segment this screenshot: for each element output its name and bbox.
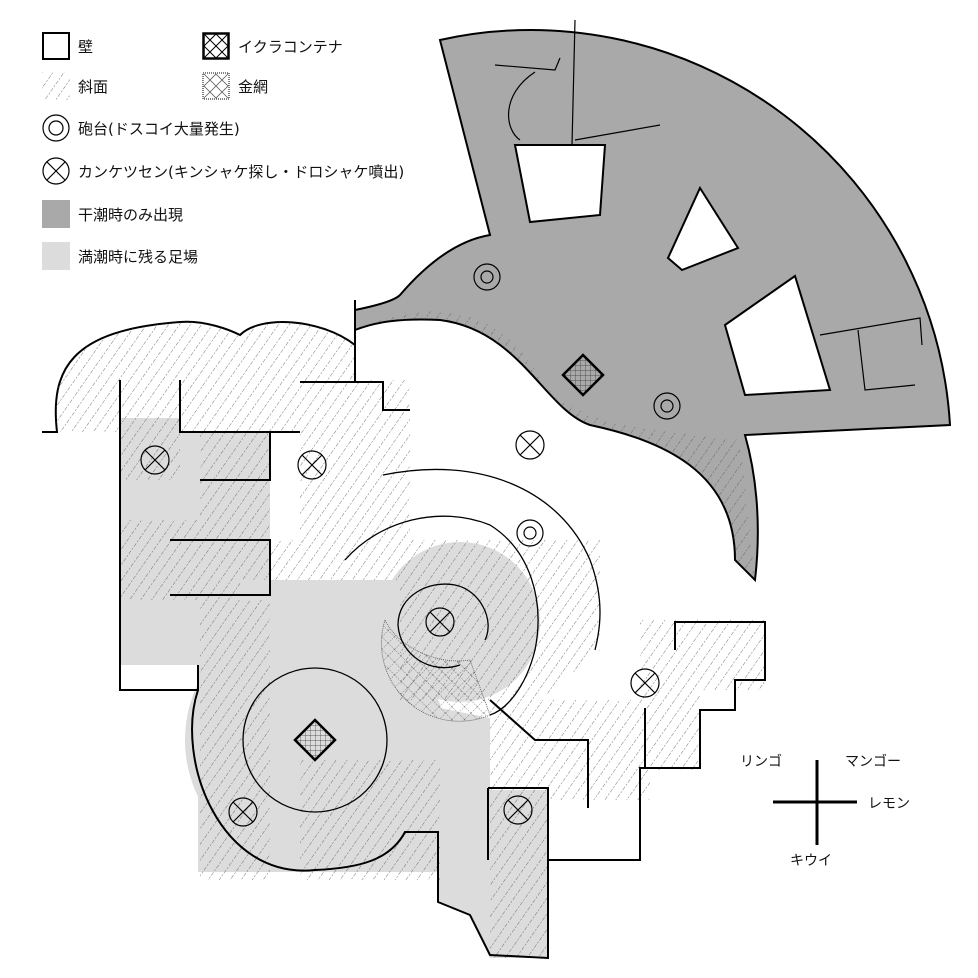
fan-openings bbox=[513, 144, 832, 397]
ramps bbox=[242, 468, 601, 813]
geyser-icon bbox=[297, 450, 327, 480]
cannon-swatch-icon bbox=[42, 114, 70, 142]
legend-label: イクラコンテナ bbox=[238, 37, 343, 56]
compass-label-kiwi: キウイ bbox=[790, 853, 832, 869]
legend-label: 斜面 bbox=[78, 77, 109, 96]
geyser-icon bbox=[503, 795, 533, 825]
walls bbox=[119, 380, 766, 960]
legend-wall: 壁 bbox=[42, 32, 93, 60]
compass-label-lemon: レモン bbox=[868, 796, 910, 812]
compass-label-ringo: リンゴ bbox=[740, 754, 782, 770]
legend-high-tide: 満潮時に残る足場 bbox=[42, 242, 198, 270]
egg-container-icon bbox=[293, 718, 337, 762]
geyser-icon bbox=[630, 668, 660, 698]
legend-label: カンケツセン(キンシャケ探し・ドロシャケ噴出) bbox=[78, 162, 405, 181]
legend-label: 砲台(ドスコイ大量発生) bbox=[78, 119, 240, 138]
geyser-swatch-icon bbox=[42, 157, 70, 185]
legend-label: 壁 bbox=[78, 37, 94, 56]
slope-area bbox=[355, 311, 755, 580]
legend-label: 干潮時のみ出現 bbox=[78, 205, 184, 224]
legend-label: 金網 bbox=[238, 77, 269, 96]
legend-geyser: カンケツセン(キンシャケ探し・ドロシャケ噴出) bbox=[42, 157, 404, 185]
legend-low-tide: 干潮時のみ出現 bbox=[42, 200, 183, 228]
compass bbox=[773, 760, 857, 845]
low-tide-swatch-icon bbox=[42, 200, 70, 228]
wire-mesh-area bbox=[381, 618, 491, 722]
wall-swatch-icon bbox=[42, 32, 70, 60]
compass-label-mango: マンゴー bbox=[845, 754, 901, 770]
cannon-icon bbox=[473, 263, 501, 291]
low-tide-area bbox=[354, 29, 952, 583]
legend-label: 満潮時に残る足場 bbox=[78, 247, 199, 266]
cannon-icon bbox=[653, 392, 681, 420]
legend-cannon: 砲台(ドスコイ大量発生) bbox=[42, 114, 240, 142]
legend-wire-mesh: 金網 bbox=[202, 72, 268, 100]
cannon-markers bbox=[473, 263, 681, 547]
egg-container-icon bbox=[561, 353, 605, 397]
egg-container-markers bbox=[293, 353, 605, 762]
legend-egg-container: イクラコンテナ bbox=[202, 32, 343, 60]
geyser-icon bbox=[140, 445, 170, 475]
geyser-markers bbox=[140, 430, 660, 827]
wire-mesh-swatch-icon bbox=[202, 72, 230, 100]
slope-swatch-icon bbox=[42, 72, 70, 100]
geyser-icon bbox=[515, 430, 545, 460]
legend-slope: 斜面 bbox=[42, 72, 108, 100]
fan-walls bbox=[494, 19, 923, 391]
high-tide-swatch-icon bbox=[42, 242, 70, 270]
egg-container-swatch-icon bbox=[202, 32, 230, 60]
geyser-icon bbox=[425, 607, 455, 637]
cannon-icon bbox=[516, 519, 544, 547]
geyser-icon bbox=[228, 797, 258, 827]
